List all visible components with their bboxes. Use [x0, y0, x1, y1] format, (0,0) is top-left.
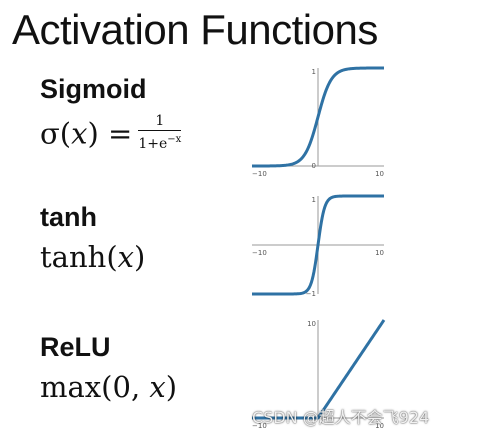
sigmoid-denominator: 1+e−x — [138, 131, 181, 152]
watermark: CSDN @超人不会飞924 — [252, 408, 430, 427]
x-tick-label: 10 — [375, 170, 384, 178]
relu-formula-sep: , — [130, 370, 150, 404]
relu-formula-first: 0 — [112, 370, 131, 404]
y-tick-label: 1 — [312, 196, 316, 204]
x-tick-label: −10 — [252, 170, 267, 178]
sigmoid-label: Sigmoid — [40, 74, 147, 104]
y-tick-label: 1 — [312, 68, 316, 76]
sigmoid-curve — [251, 66, 385, 168]
sigmoid-formula-arg: x — [71, 116, 88, 151]
relu-curve — [251, 319, 386, 420]
x-tick-label: −10 — [252, 249, 267, 257]
relu-plot: −10 10 10 — [251, 319, 386, 430]
relu-formula-fn: max — [40, 370, 102, 404]
y-tick-label: 0 — [312, 162, 316, 170]
sigmoid-numerator: 1 — [138, 113, 182, 131]
tanh-formula-close: ) — [134, 240, 146, 274]
sigmoid-den-base: 1+e — [138, 136, 168, 152]
sigmoid-formula-eq: = — [108, 116, 133, 151]
relu-formula-close: ) — [165, 370, 178, 404]
tanh-label: tanh — [40, 202, 97, 232]
relu-formula-arg: x — [149, 370, 166, 404]
y-tick-label: 10 — [307, 320, 316, 328]
sigmoid-plot: −10 10 0 1 — [251, 66, 385, 178]
relu-formula: max(0, x) — [40, 370, 177, 404]
tanh-plot: −10 10 1 −1 — [251, 194, 385, 298]
tanh-formula-arg: x — [117, 240, 134, 274]
relu-label: ReLU — [40, 332, 111, 362]
tanh-formula-open: ( — [106, 240, 118, 274]
relu-formula-open: ( — [101, 370, 113, 404]
tanh-formula: tanh(x) — [40, 240, 145, 274]
sigmoid-formula-fn: σ — [40, 116, 60, 151]
tanh-curve — [251, 194, 385, 296]
tanh-formula-fn: tanh — [40, 240, 107, 274]
x-tick-label: −10 — [252, 422, 267, 430]
x-tick-label: 10 — [375, 249, 384, 257]
x-tick-label: 10 — [375, 422, 384, 430]
page-title: Activation Functions — [12, 6, 378, 53]
sigmoid-den-exp: −x — [167, 134, 182, 145]
y-tick-label: −1 — [306, 290, 316, 298]
